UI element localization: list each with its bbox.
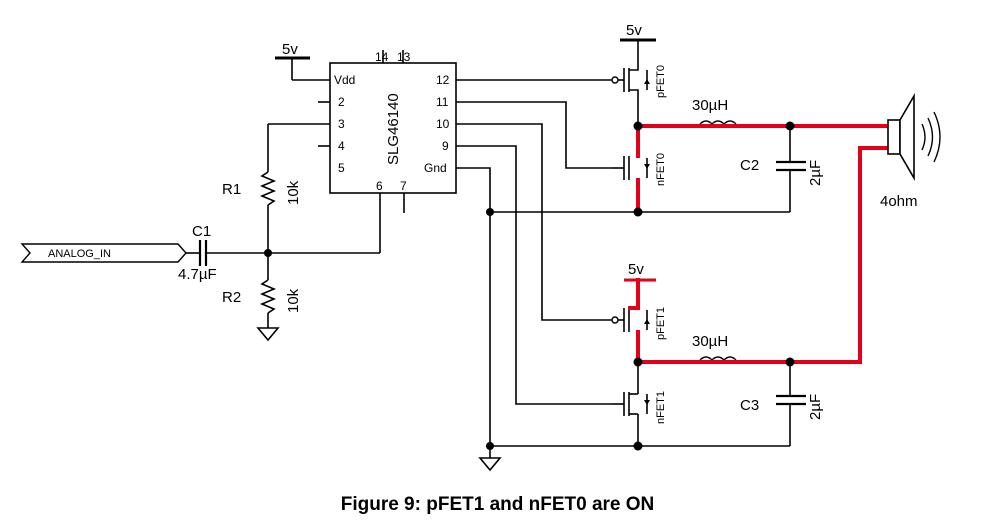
bottom-supply-label: 5v [628, 261, 644, 278]
r2-value: 10k [285, 288, 302, 313]
speaker-icon: 4ohm [880, 93, 941, 210]
pfet0-label: pFET0 [655, 65, 667, 98]
circuit-schematic: 14 13 Vdd 2 3 4 5 12 11 10 9 Gnd 6 7 SLG… [20, 22, 941, 472]
pin-14: 14 [375, 50, 389, 64]
pin-vdd: Vdd [334, 73, 355, 87]
pin-5: 5 [338, 161, 345, 175]
pfet1-label: pFET1 [655, 307, 667, 340]
pin-12: 12 [436, 73, 450, 87]
pin-6: 6 [376, 179, 383, 193]
ground-icon [256, 327, 280, 342]
pin-13: 13 [397, 50, 411, 64]
pin-3: 3 [338, 117, 345, 131]
pin-11: 11 [436, 95, 449, 109]
c3-name: C3 [740, 397, 759, 414]
chip-name: SLG46140 [385, 93, 402, 165]
r1-name: R1 [222, 181, 241, 198]
c1-value: 4.7µF [178, 266, 217, 283]
pin-2: 2 [338, 95, 345, 109]
inductor-bottom-label: 30µH [692, 333, 728, 350]
input-section: ANALOG_IN C1 4.7µF R1 10k R2 10k [20, 123, 381, 342]
pin-7: 7 [400, 179, 407, 193]
nfet0-label: nFET0 [655, 153, 667, 186]
speaker-label: 4ohm [880, 193, 918, 210]
input-label: ANALOG_IN [48, 248, 111, 260]
r1-value: 10k [285, 180, 302, 205]
inductor-top-label: 30µH [692, 97, 728, 114]
pin-4: 4 [338, 139, 345, 153]
c2-value: 2µF [807, 160, 824, 186]
chip-supply: 5v [275, 41, 330, 81]
pin-10: 10 [436, 117, 450, 131]
input-port-tag [20, 243, 187, 263]
bottom-half-bridge: 5v pFET1 nFET1 30µH C3 2µF [611, 261, 824, 446]
chip-supply-label: 5v [282, 41, 298, 58]
c3-value: 2µF [807, 394, 824, 420]
chip-slg46140: 14 13 Vdd 2 3 4 5 12 11 10 9 Gnd 6 7 SLG… [318, 50, 457, 213]
nfet1-label: nFET1 [655, 391, 667, 424]
c1-name: C1 [192, 223, 211, 240]
pin-gnd: Gnd [424, 161, 447, 175]
pin-9: 9 [442, 139, 449, 153]
c2-name: C2 [740, 157, 759, 174]
r2-name: R2 [222, 289, 241, 306]
figure-caption: Figure 9: pFET1 and nFET0 are ON [340, 494, 655, 515]
top-half-bridge: 5v pFET0 nFET0 30µH C2 2µF [611, 22, 824, 212]
top-supply-label: 5v [626, 22, 642, 39]
ground-icon [478, 457, 502, 472]
